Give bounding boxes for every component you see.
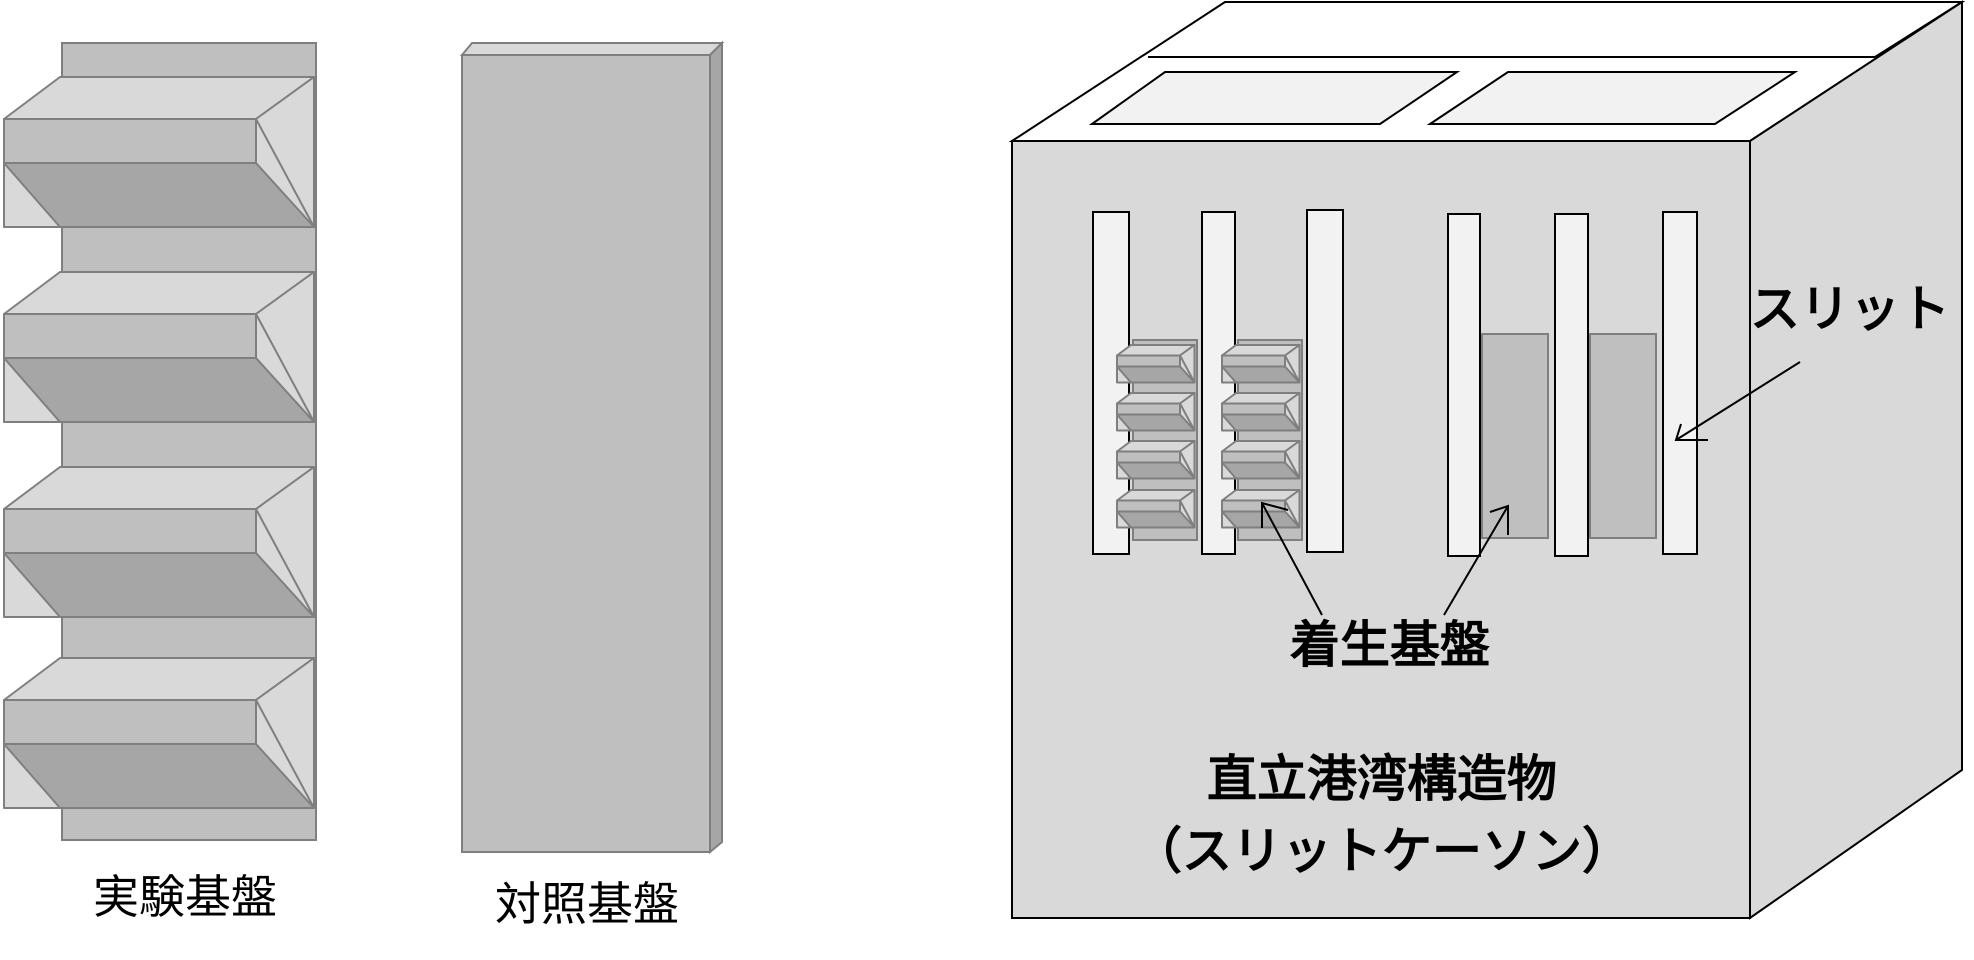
slit bbox=[1554, 213, 1589, 557]
structure-name-label: 直立港湾構造物 bbox=[1207, 750, 1557, 808]
shelf-right bbox=[255, 271, 315, 423]
slit bbox=[1662, 211, 1698, 555]
shelf-front bbox=[1116, 499, 1181, 513]
slit bbox=[1306, 209, 1344, 553]
shelf-right bbox=[1284, 344, 1301, 384]
shelf-front bbox=[3, 699, 257, 745]
caisson-top-opening-right bbox=[1426, 71, 1799, 125]
shelf-right bbox=[255, 466, 315, 618]
shelf-front bbox=[1221, 354, 1286, 368]
small-control-substrate bbox=[1589, 333, 1657, 539]
structure-type-label: （スリットケーソン） bbox=[1132, 822, 1632, 880]
shelf-underside bbox=[1116, 365, 1196, 384]
control-substrate-side-face bbox=[709, 40, 723, 855]
shelf-underside bbox=[1221, 510, 1301, 529]
experimental-substrate-panel bbox=[3, 42, 317, 841]
control-substrate-label: 対照基盤 bbox=[495, 877, 679, 931]
shelf-front bbox=[1221, 402, 1286, 416]
shelf-underside bbox=[3, 743, 315, 809]
shelf-front bbox=[3, 508, 257, 554]
small-control-substrate bbox=[1481, 333, 1549, 539]
shelf-underside bbox=[3, 162, 315, 228]
slit-caisson bbox=[1008, 0, 1966, 920]
shelf-right bbox=[1179, 392, 1196, 432]
shelf-right bbox=[1179, 440, 1196, 480]
shelf-right bbox=[255, 657, 315, 809]
shelf-front bbox=[3, 118, 257, 164]
shelf-underside bbox=[1221, 365, 1301, 384]
control-substrate-front-face bbox=[461, 54, 711, 853]
shelf-front bbox=[1116, 450, 1181, 464]
attachment-substrates-on-caisson bbox=[1116, 333, 1657, 541]
attachment-arrow-right bbox=[1443, 504, 1509, 616]
shelf-underside bbox=[1116, 461, 1196, 480]
shelf-underside bbox=[3, 357, 315, 423]
shelf-right bbox=[1284, 440, 1301, 480]
shelf-underside bbox=[1221, 413, 1301, 432]
attachment-arrow-left bbox=[1261, 501, 1323, 616]
control-substrate-top-face bbox=[459, 42, 725, 56]
shelf-right bbox=[1179, 344, 1196, 384]
slit bbox=[1447, 213, 1481, 557]
shelf-right bbox=[1284, 489, 1301, 529]
shelf-underside bbox=[1116, 510, 1196, 529]
slit-label: スリット bbox=[1750, 280, 1950, 338]
experimental-substrate-label: 実験基盤 bbox=[93, 870, 277, 924]
attachment-substrate-label: 着生基盤 bbox=[1290, 616, 1490, 674]
shelf-front bbox=[1116, 402, 1181, 416]
caisson-side-face bbox=[1749, 0, 1963, 920]
slit-arrow bbox=[1674, 361, 1801, 441]
shelf-front bbox=[1116, 354, 1181, 368]
shelf-front bbox=[1221, 450, 1286, 464]
caisson-top-opening-left bbox=[1088, 71, 1461, 125]
annotation-arrows bbox=[1261, 361, 1801, 616]
caisson-top-corner-edge bbox=[1874, 1, 1963, 58]
caisson-slits bbox=[1092, 209, 1698, 557]
shelf-right bbox=[1284, 392, 1301, 432]
shelf-underside bbox=[1116, 413, 1196, 432]
shelf-underside bbox=[3, 552, 315, 618]
shelf-right bbox=[255, 76, 315, 228]
shelf-front bbox=[3, 313, 257, 359]
shelf-underside bbox=[1221, 461, 1301, 480]
shelf-right bbox=[1179, 489, 1196, 529]
control-substrate-panel bbox=[459, 40, 725, 855]
